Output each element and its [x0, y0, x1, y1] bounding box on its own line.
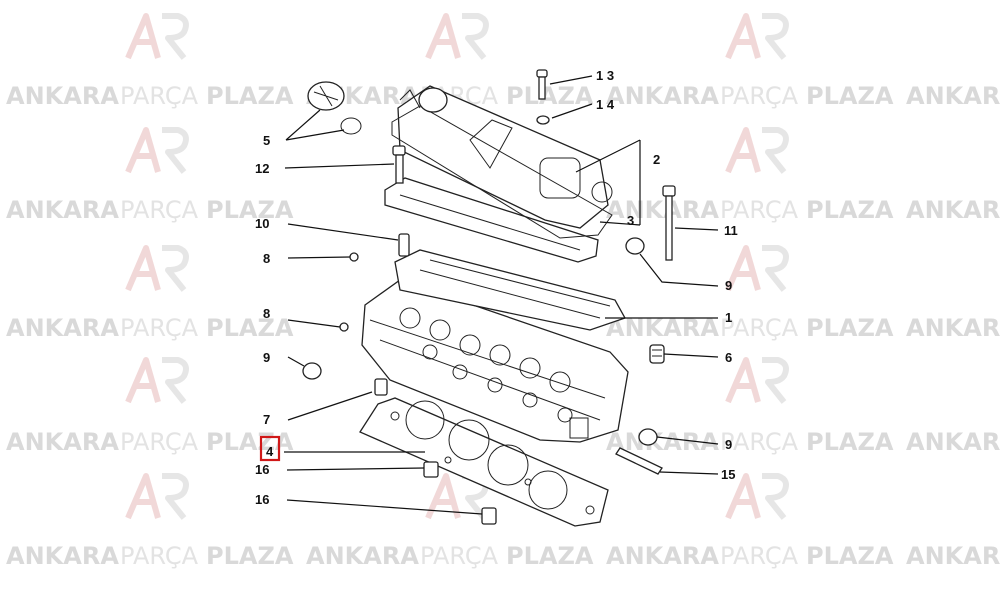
watermark-word: PLAZA: [506, 542, 594, 570]
watermark-word: ANKARA: [6, 82, 119, 110]
watermark-word: PARÇA: [120, 82, 199, 110]
watermark-logo-icon: [725, 13, 789, 60]
callout-11: 11: [724, 223, 738, 238]
callout-9-lower: 9: [725, 437, 732, 452]
watermark-word: ANKAR: [906, 314, 1000, 342]
callout-10: 10: [255, 216, 269, 231]
watermark-word: ANKARA: [6, 542, 119, 570]
watermark-word: PLAZA: [206, 314, 294, 342]
callout-9-left: 9: [263, 350, 270, 365]
callout-4: 4: [266, 444, 274, 459]
watermark-logo-icon: [125, 13, 189, 60]
expansion-plug-9-lower: [638, 428, 658, 446]
watermark-logo-icon: [125, 245, 189, 292]
callout-9-upper: 9: [725, 278, 732, 293]
watermark-logo-icon: [725, 245, 789, 292]
watermark-word: PARÇA: [720, 314, 799, 342]
watermark-word: PARÇA: [720, 82, 799, 110]
valve-cover: [397, 85, 613, 229]
callout-16-upper: 16: [255, 462, 269, 477]
washer-14: [536, 115, 550, 125]
watermark-logo-icon: [125, 473, 189, 520]
callout-14: 1 4: [596, 97, 615, 112]
watermark-word: ANKAR: [906, 428, 1000, 456]
watermark-word: ANKARA: [606, 196, 719, 224]
watermark-word: PARÇA: [720, 542, 799, 570]
watermark-logo-icon: [725, 357, 789, 404]
watermark-word: PARÇA: [120, 542, 199, 570]
bolt-13: [536, 69, 548, 100]
callout-15: 15: [721, 467, 735, 482]
watermark-word: ANKARA: [306, 542, 419, 570]
callout-13: 1 3: [596, 68, 614, 83]
plug-8-lower: [339, 322, 349, 332]
watermark-logo-icon: [125, 127, 189, 174]
watermark-word: PLAZA: [206, 82, 294, 110]
callout-12: 12: [255, 161, 269, 176]
watermark-word: PARÇA: [420, 542, 499, 570]
leader-lines: [284, 75, 719, 515]
watermark-word: PLAZA: [506, 82, 594, 110]
watermark-word: PLAZA: [206, 428, 294, 456]
watermark-word: ANKARA: [6, 428, 119, 456]
watermark-word: ANKARA: [606, 542, 719, 570]
watermark-word: PLAZA: [806, 196, 894, 224]
dowel-7: [374, 378, 388, 396]
callout-3: 3: [627, 213, 634, 228]
watermark-word: PLAZA: [806, 542, 894, 570]
watermark-word: ANKAR: [906, 196, 1000, 224]
callouts: 1 3 1 4 2 3 5 12 11 10 8 8 9 9 9 1 6 7 4…: [255, 68, 738, 507]
watermark-word: PLAZA: [806, 428, 894, 456]
callout-5: 5: [263, 133, 270, 148]
callout-6: 6: [725, 350, 732, 365]
callout-1: 1: [725, 310, 732, 325]
watermark-word: PLAZA: [206, 542, 294, 570]
watermark-word: PLAZA: [806, 82, 894, 110]
watermark-word: PARÇA: [120, 428, 199, 456]
dowel-16-upper: [423, 461, 439, 478]
watermark-word: PARÇA: [120, 196, 199, 224]
thermostat-housing: [399, 87, 448, 113]
valve-frame: [384, 177, 599, 263]
bolt-12: [392, 145, 406, 184]
expansion-plug-9-left: [302, 362, 322, 380]
watermark-word: PLAZA: [206, 196, 294, 224]
stud-15: [615, 447, 663, 475]
watermark-logo-icon: [425, 13, 489, 60]
expansion-plug-9-upper: [625, 237, 645, 255]
oil-filler-cap: [307, 81, 362, 135]
watermark-word: PLAZA: [806, 314, 894, 342]
watermark-word: PARÇA: [120, 314, 199, 342]
valve-cover-gasket: [391, 105, 613, 239]
dowel-sleeve-10: [398, 233, 410, 257]
watermark-word: PARÇA: [720, 428, 799, 456]
watermark-logo-icon: [725, 473, 789, 520]
cylinder-head: [361, 279, 629, 443]
plug-8-upper: [349, 252, 359, 262]
callout-2: 2: [653, 152, 660, 167]
highlight-box-part-4: [259, 435, 281, 462]
callout-8-upper: 8: [263, 251, 270, 266]
watermark-logo-icon: [725, 127, 789, 174]
watermark-logos: [125, 13, 789, 520]
watermark-logo-icon: [125, 357, 189, 404]
dowel-16-lower: [481, 507, 497, 525]
watermark-word: PARÇA: [720, 196, 799, 224]
callout-16-lower: 16: [255, 492, 269, 507]
callout-8-lower: 8: [263, 306, 270, 321]
watermark-word: ANKARA: [6, 196, 119, 224]
head-bolt-11: [662, 185, 676, 261]
watermark-word: ANKARA: [6, 314, 119, 342]
watermark-word: ANKAR: [906, 542, 1000, 570]
watermark-word: ANKARA: [606, 82, 719, 110]
sensor-6: [649, 344, 665, 364]
callout-7: 7: [263, 412, 270, 427]
watermark-word: ANKAR: [906, 82, 1000, 110]
head-gasket: [359, 397, 609, 527]
